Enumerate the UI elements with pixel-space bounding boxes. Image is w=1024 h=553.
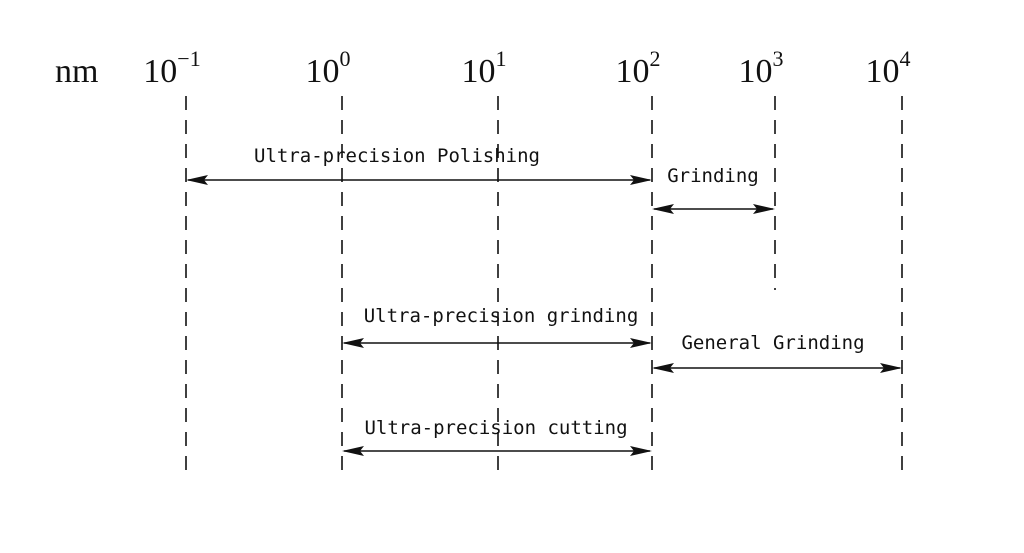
- range-arrow: [342, 338, 652, 348]
- arrowhead-right: [630, 338, 652, 348]
- range-label: General Grinding: [681, 332, 864, 354]
- range-arrow: [342, 446, 652, 456]
- arrowhead-left: [186, 175, 208, 185]
- range-labels: Ultra-precision PolishingGrindingUltra-p…: [254, 145, 865, 439]
- arrowhead-left: [652, 363, 674, 373]
- unit-label: nm: [55, 53, 98, 90]
- tick-label: 103: [739, 46, 784, 90]
- scale-tick-labels: 10−1 100 101 102 103 104: [143, 46, 910, 90]
- range-arrow: [652, 204, 775, 214]
- arrowhead-right: [880, 363, 902, 373]
- arrowhead-left: [342, 446, 364, 456]
- arrowhead-left: [652, 204, 674, 214]
- range-arrow: [186, 175, 652, 185]
- arrowhead-left: [342, 338, 364, 348]
- tick-label: 100: [306, 46, 351, 90]
- range-arrow: [652, 363, 902, 373]
- range-label: Ultra-precision Polishing: [254, 145, 540, 167]
- tick-label: 10−1: [143, 46, 200, 90]
- tick-label: 101: [462, 46, 507, 90]
- range-label: Grinding: [667, 165, 759, 187]
- range-arrows: [186, 175, 902, 456]
- range-label: Ultra-precision cutting: [364, 417, 627, 439]
- tick-label: 104: [866, 46, 911, 90]
- arrowhead-right: [753, 204, 775, 214]
- guide-lines: [185, 96, 903, 480]
- arrowhead-right: [630, 175, 652, 185]
- range-label: Ultra-precision grinding: [364, 305, 639, 327]
- arrowhead-right: [630, 446, 652, 456]
- tick-label: 102: [616, 46, 661, 90]
